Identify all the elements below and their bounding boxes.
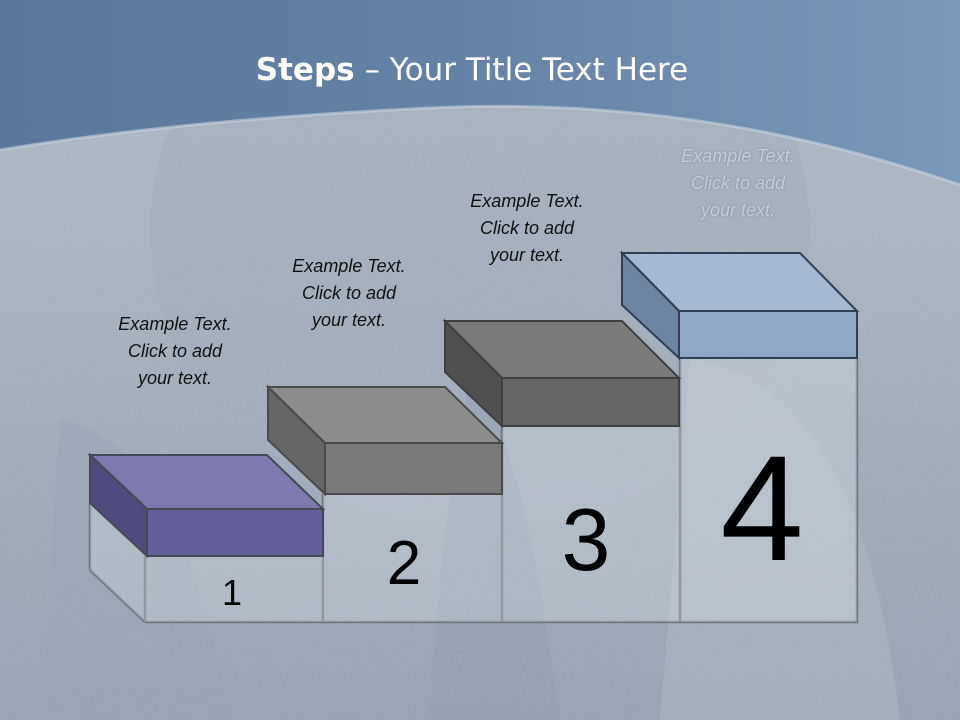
step-4-caption[interactable]: Example Text. Click to add your text. [681, 146, 795, 220]
step-3-block[interactable] [442, 318, 682, 429]
step-2-number: 2 [387, 529, 421, 598]
step-3-number: 3 [562, 490, 611, 589]
step-4-number: 4 [720, 424, 803, 592]
title-bold: Steps [255, 52, 355, 88]
step-1-number: 1 [222, 572, 242, 613]
step-2-caption[interactable]: Example Text. Click to add your text. [292, 256, 406, 330]
staircase-faces [90, 358, 857, 622]
step-4-block[interactable] [619, 250, 860, 361]
title-rest: – Your Title Text Here [354, 52, 689, 88]
slide-title[interactable]: Steps – Your Title Text Here [0, 52, 944, 88]
step-1-block[interactable] [87, 452, 326, 559]
step-3-caption[interactable]: Example Text. Click to add your text. [470, 191, 584, 265]
step-1-caption[interactable]: Example Text. Click to add your text. [118, 314, 232, 388]
step-2-block[interactable] [265, 384, 505, 497]
